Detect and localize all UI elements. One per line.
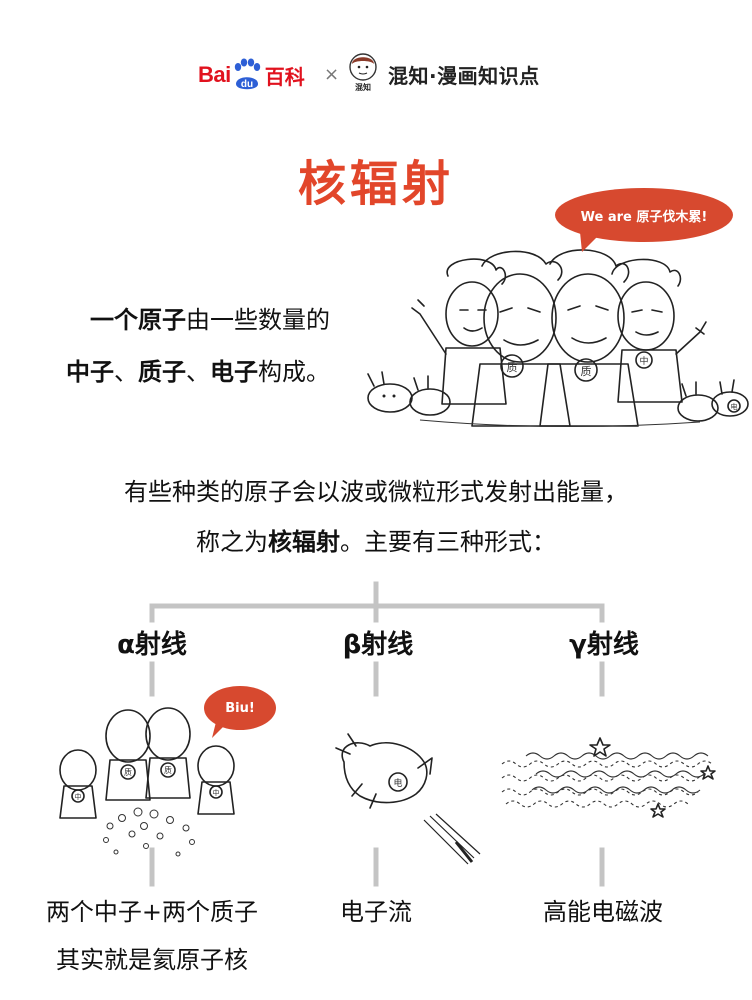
hunzhi-avatar-icon: 混知: [349, 53, 377, 92]
gamma-ray-label: γ射线: [569, 630, 639, 660]
description-line-2: 称之为核辐射。主要有三种形式：: [0, 522, 752, 557]
hunzhi-brand-text: 混知·漫画知识点: [388, 64, 540, 88]
proton-badge-right: 质: [581, 365, 592, 378]
baidu-baike-logo: Bai du 百科: [198, 58, 305, 92]
description-term-bold: 核辐射: [268, 528, 340, 556]
beta-ray-label: β射线: [342, 630, 414, 660]
atom-family-illustration: 质 质 中 电: [367, 249, 749, 428]
beta-electron-illustration: 电: [335, 733, 481, 865]
beta-electron-badge: 电: [393, 777, 402, 789]
alpha-motion-trail: [103, 807, 195, 857]
intro-sep-2: 、: [186, 358, 210, 386]
alpha-ray-label: α射线: [117, 630, 187, 660]
proton-badge-left: 质: [507, 361, 518, 374]
beta-caption: 电子流: [340, 898, 412, 926]
intro-proton-bold: 质子: [138, 358, 186, 386]
neutron-figure-left: [411, 258, 507, 405]
star-icon: [650, 803, 666, 818]
gamma-waves: [501, 752, 713, 808]
gamma-wave-illustration: [501, 737, 716, 818]
intro-line-1: 一个原子由一些数量的: [90, 300, 330, 335]
intro-atom-bold: 一个原子: [90, 306, 186, 334]
alpha-neutron-badge-left: 中: [75, 792, 82, 801]
electron-critter-flying: 电: [335, 733, 433, 809]
electron-critter-left: [367, 371, 451, 416]
description-line-1: 有些种类的原子会以波或微粒形式发射出能量，: [124, 478, 628, 506]
description-line-2-c: 。主要有三种形式：: [340, 528, 556, 556]
alpha-proton-badge-left: 质: [124, 767, 132, 777]
star-icon: [589, 737, 611, 757]
intro-sep-1: 、: [114, 358, 138, 386]
gamma-caption: 高能电磁波: [543, 898, 663, 926]
baidu-paw-text: du: [241, 79, 253, 90]
description-line-2-a: 称之为: [196, 528, 268, 556]
collab-times: ×: [324, 64, 340, 85]
neutron-figure-right: 中: [611, 258, 707, 403]
alpha-neutron-badge-right: 中: [213, 788, 220, 797]
avatar-caption: 混知: [355, 82, 371, 92]
alpha-caption-line-1: 两个中子+两个质子: [45, 898, 259, 926]
intro-neutron-bold: 中子: [66, 358, 114, 386]
intro-line-2: 中子、质子、电子构成。: [66, 352, 330, 387]
alpha-caption-line-2: 其实就是氦原子核: [56, 946, 248, 974]
proton-figure-right: 质: [539, 249, 639, 427]
electron-critter-right: 电: [677, 379, 749, 422]
alpha-proton-badge-right: 质: [164, 765, 172, 775]
intro-line-2-rest: 构成。: [258, 358, 330, 386]
intro-electron-bold: 电子: [210, 358, 258, 386]
alpha-cluster-figures: 中 质 质 中: [59, 707, 235, 819]
electron-badge: 电: [731, 402, 738, 411]
neutron-badge: 中: [639, 355, 648, 367]
star-icon: [700, 765, 716, 780]
intro-line-1-rest: 由一些数量的: [186, 306, 330, 334]
page-title: 核辐射: [297, 156, 454, 212]
speech-bubble-tail-icon: [580, 232, 600, 252]
baike-text: 百科: [264, 64, 305, 89]
electron-speed-lines: [423, 813, 481, 865]
baidu-paw-icon: du: [234, 58, 260, 90]
biu-bubble-tail-icon: [212, 722, 228, 738]
alpha-particle-illustration: 中 质 质 中: [59, 707, 235, 857]
baidu-logo-text: Bai: [198, 62, 231, 87]
